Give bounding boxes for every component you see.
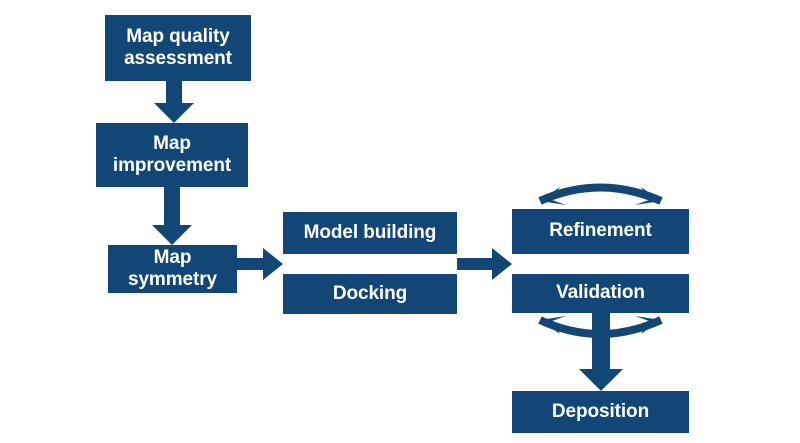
node-label: Validation bbox=[556, 282, 645, 304]
node-label: Map improvement bbox=[112, 132, 232, 176]
connector-building-to-refinement bbox=[457, 248, 512, 280]
connector-improvement-to-symmetry bbox=[152, 187, 192, 245]
connector-cycle-to-deposition bbox=[579, 313, 623, 391]
node-label: Docking bbox=[332, 282, 408, 304]
node-map-improvement[interactable]: Map improvement bbox=[96, 123, 248, 187]
node-docking[interactable]: Docking bbox=[283, 274, 457, 314]
node-map-quality-assessment[interactable]: Map quality assessment bbox=[105, 15, 251, 81]
node-map-symmetry[interactable]: Map symmetry bbox=[108, 245, 237, 293]
node-refinement[interactable]: Refinement bbox=[512, 209, 689, 254]
node-deposition[interactable]: Deposition bbox=[512, 391, 689, 433]
node-label: Model building bbox=[303, 221, 437, 243]
node-label: Map quality assessment bbox=[124, 25, 232, 69]
connector-cycle-bottom-arc bbox=[538, 316, 663, 338]
node-label: Refinement bbox=[549, 220, 652, 242]
node-validation[interactable]: Validation bbox=[512, 274, 689, 313]
connector-symmetry-to-building bbox=[237, 248, 283, 280]
connector-cycle-top-arc bbox=[538, 183, 663, 205]
node-model-building[interactable]: Model building bbox=[283, 212, 457, 254]
connector-assessment-to-improvement bbox=[154, 81, 194, 123]
node-label: Deposition bbox=[551, 400, 650, 422]
node-label: Map symmetry bbox=[128, 246, 217, 290]
